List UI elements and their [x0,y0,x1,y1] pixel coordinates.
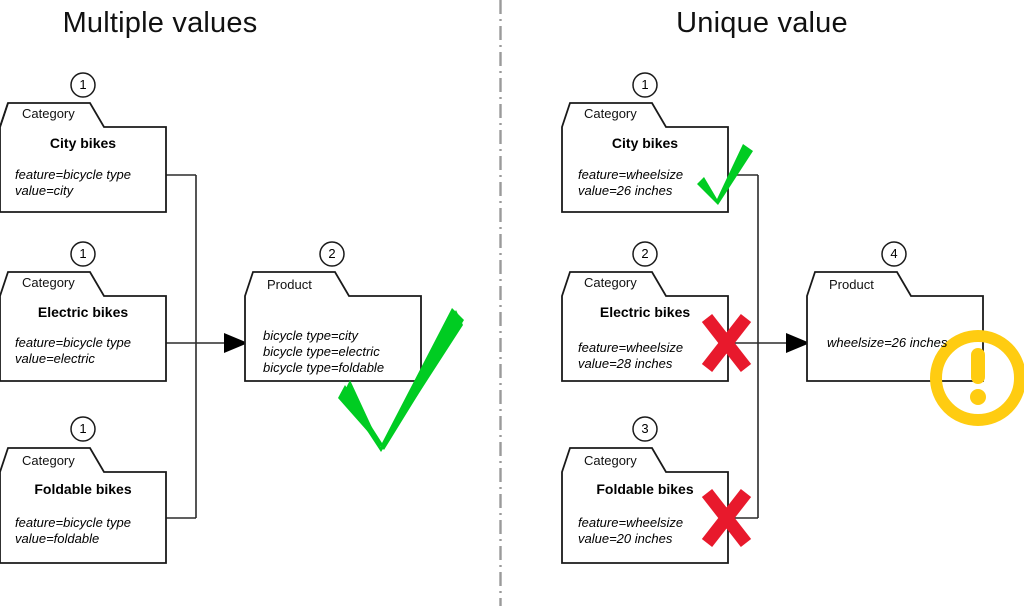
node-kind-left-product: Product [267,277,312,292]
node-kind-right-electric: Category [584,275,637,290]
node-name-left-city: City bikes [49,135,117,151]
node-kind-left-foldable: Category [22,453,75,468]
node-attrs-left-electric: feature=bicycle type value=electric [15,335,131,366]
node-name-right-city: City bikes [611,135,679,151]
node-shape-right-city [561,102,729,213]
badge-label-right-product: 4 [890,246,898,261]
panel-title-multiple-values: Multiple values [62,7,258,39]
node-shape-left-product [244,271,422,382]
badge-label-left-1: 1 [79,77,87,92]
node-name-left-foldable: Foldable bikes [34,481,132,497]
badge-circles-left [70,72,345,442]
badge-circle-left-1 [70,72,96,98]
cross-mark-icon-right-foldable [701,489,752,547]
node-attrs-left-city: feature=bicycle type value=city [15,167,131,198]
node-kind-right-city: Category [584,106,637,121]
node-name-left-electric: Electric bikes [37,304,129,320]
badge-circle-left-3 [70,416,96,442]
warning-icon-right-verdict [930,330,1024,426]
panel-title-unique-value: Unique value [676,7,848,39]
panel-unique-value: Unique value [500,0,1024,606]
node-name-right-electric: Electric bikes [599,304,691,320]
badge-circle-right-3 [632,416,658,442]
node-attrs-left-product: bicycle type=city bicycle type=electric … [263,328,385,375]
check-mark-icon-left-verdict-fill [338,308,464,450]
badge-circle-right-2 [632,241,658,267]
check-mark-icon-right-city [697,144,753,205]
node-attrs-left-foldable: feature=bicycle type value=foldable [15,515,131,546]
badge-label-right-2: 2 [641,246,649,261]
node-attrs-right-city: feature=wheelsize value=26 inches [578,167,684,198]
node-kind-right-product: Product [829,277,874,292]
badge-circle-right-1 [632,72,658,98]
panel-multiple-values: Multiple values [0,0,500,606]
badge-label-right-3: 3 [641,421,649,436]
badge-label-right-1: 1 [641,77,649,92]
node-attrs-right-foldable: feature=wheelsize value=20 inches [578,515,684,546]
arrowhead-left [224,333,248,353]
badge-label-left-2: 1 [79,246,87,261]
node-shape-left-electric [0,271,167,382]
node-kind-right-foldable: Category [584,453,637,468]
node-attrs-right-electric: feature=wheelsize value=28 inches [578,340,684,371]
node-name-right-foldable: Foldable bikes [596,481,694,497]
badge-circles-right [632,72,907,442]
connector-group-left [166,174,226,519]
arrowhead-right [786,333,810,353]
badge-circle-left-product [319,241,345,267]
cross-mark-icon-right-electric [701,314,752,372]
badge-circle-right-product [881,241,907,267]
badge-circle-left-2 [70,241,96,267]
node-shape-left-city [0,102,167,213]
badge-label-left-product: 2 [328,246,336,261]
node-kind-left-city: Category [22,106,75,121]
node-attrs-right-product: wheelsize=26 inches [827,335,948,350]
node-kind-left-electric: Category [22,275,75,290]
node-shape-left-foldable [0,447,167,564]
badge-label-left-3: 1 [79,421,87,436]
